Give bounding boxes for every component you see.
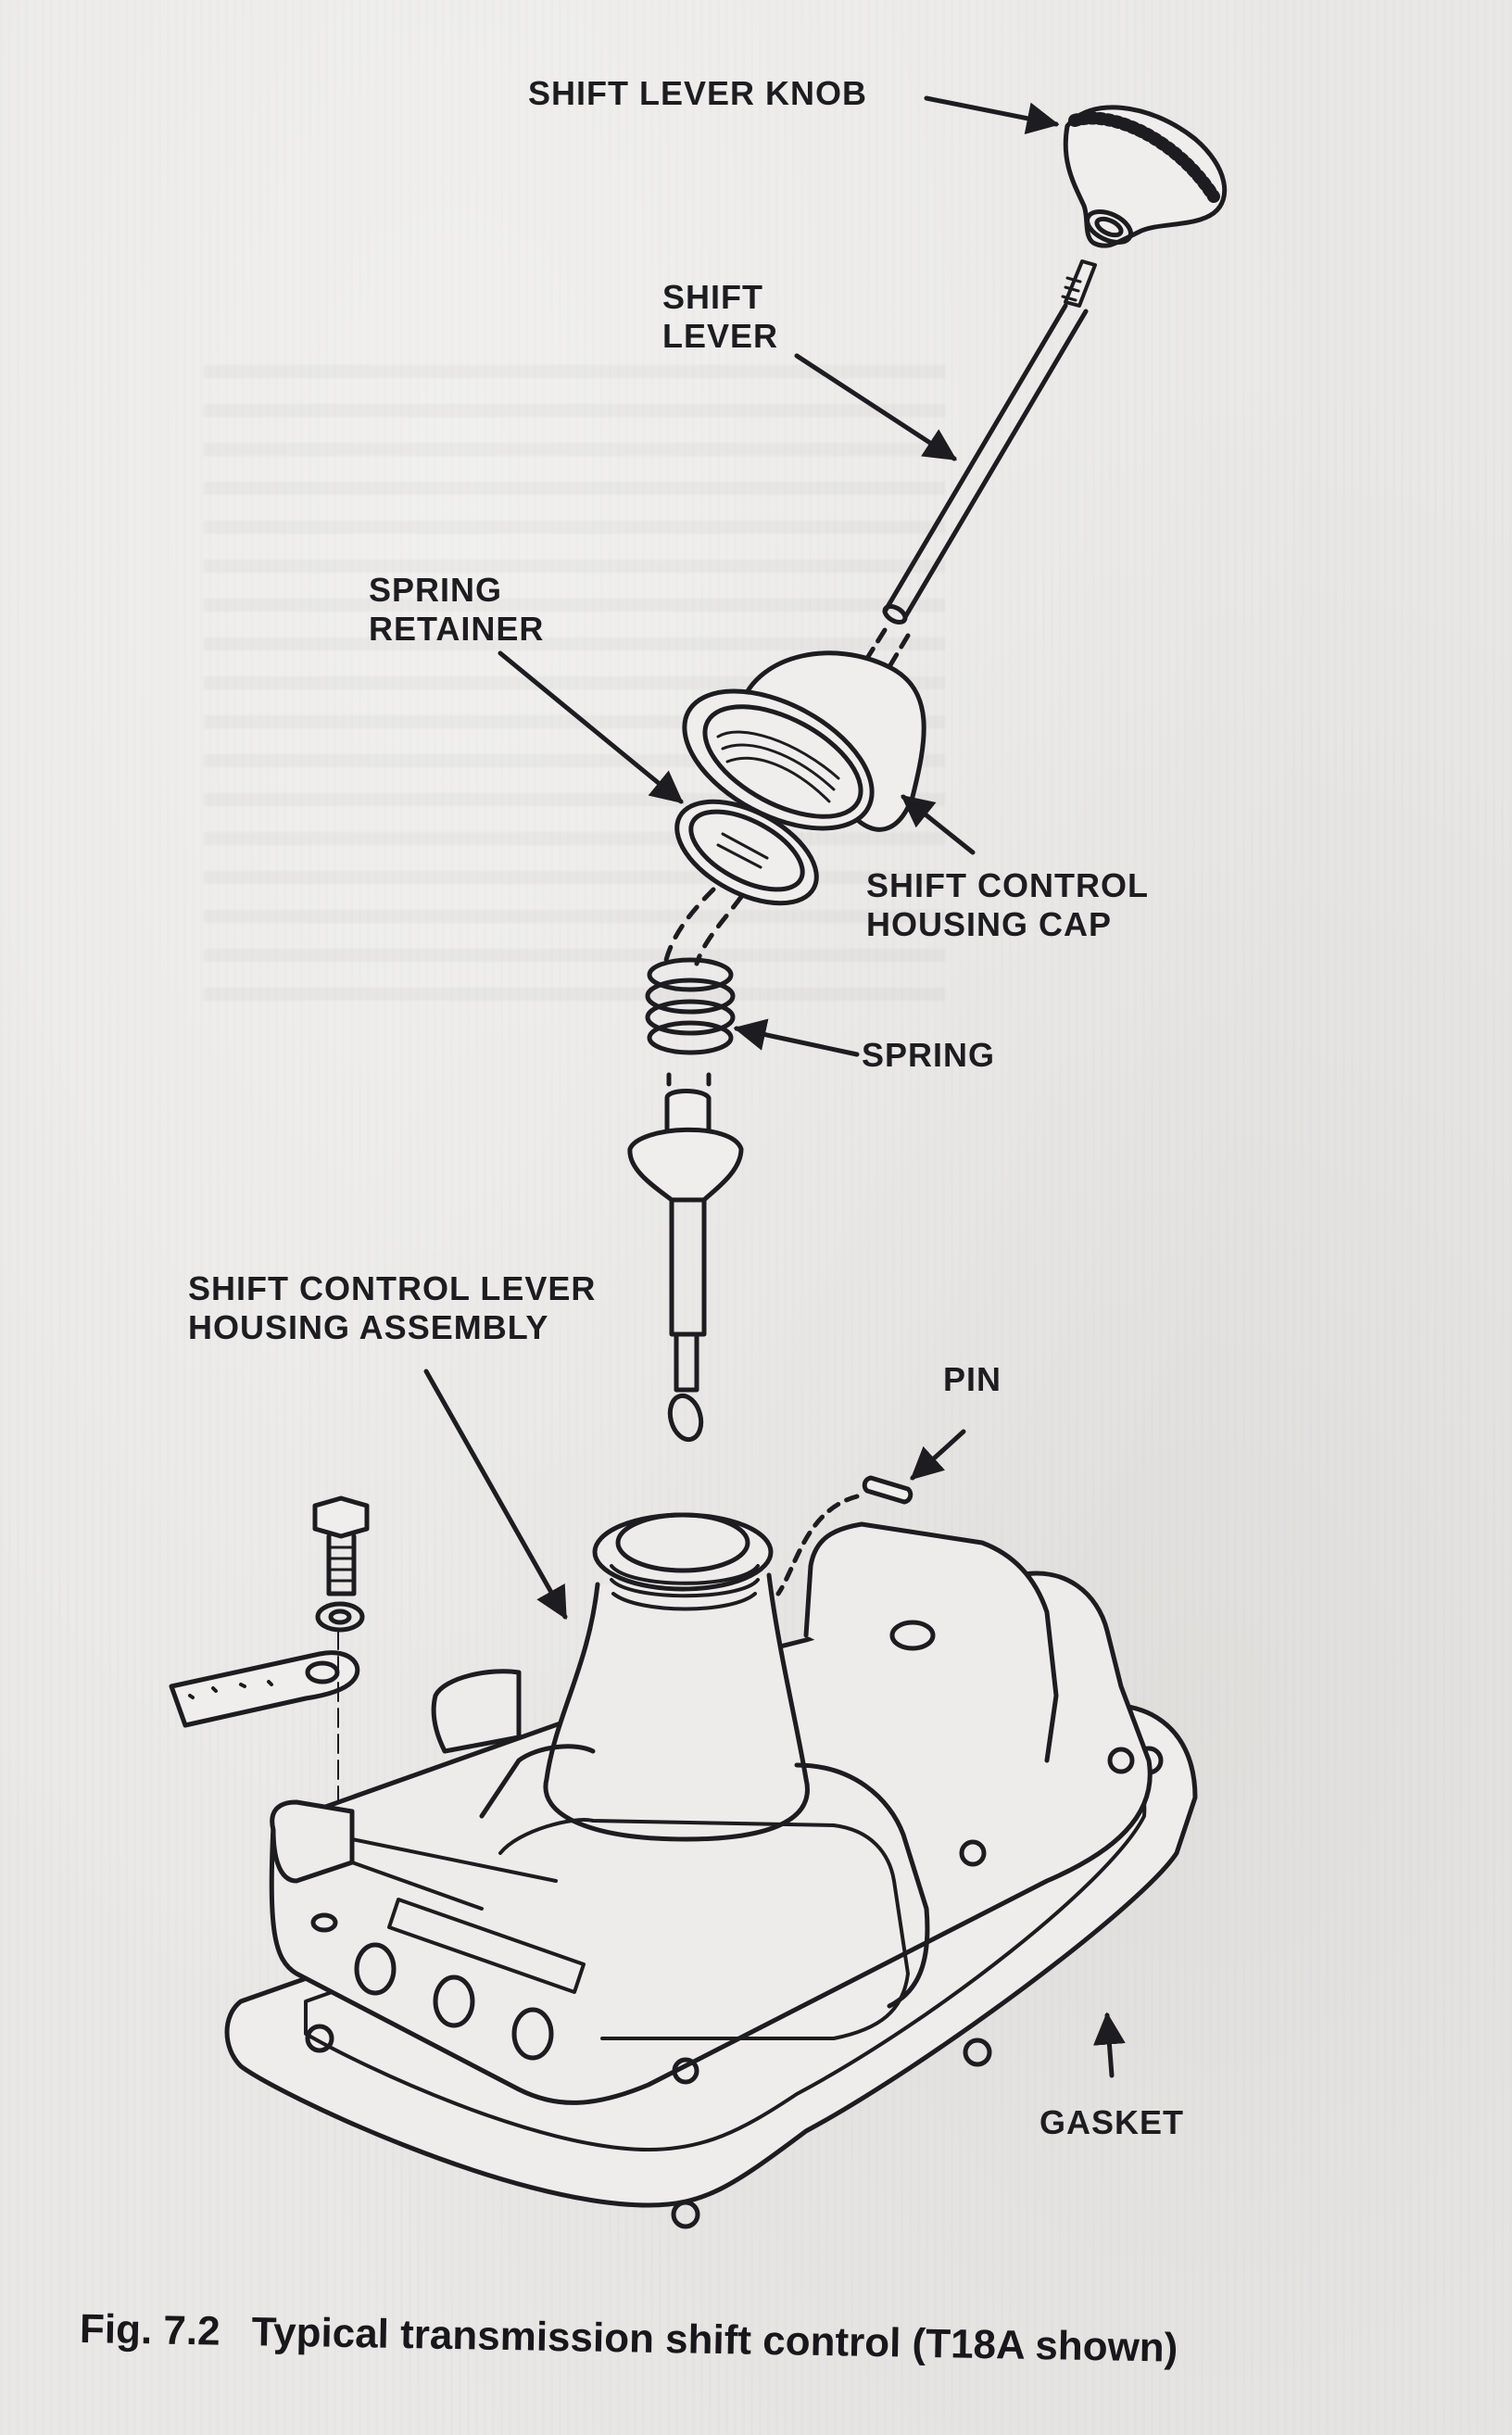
alignment-line [662,887,744,966]
lock-washer-part [315,1601,365,1633]
label-line-2: LEVER [662,317,779,355]
arrow-retainer [498,650,684,804]
label-spring-retainer: SPRING RETAINER [369,571,544,649]
bracket-part [169,1650,360,1728]
label-shift-control-housing-cap: SHIFT CONTROL HOUSING CAP [866,866,1149,944]
label-spring: SPRING [862,1036,996,1074]
label-pin: PIN [943,1360,1002,1398]
leader-lines [423,95,1126,2078]
shift-lever-part [859,259,1097,677]
bolt-part [312,1495,370,1596]
pin-part [775,1475,914,1596]
lever-shaft-part [627,1089,744,1443]
spring-retainer-part [674,799,819,906]
label-line-1: SHIFT CONTROL LEVER [188,1269,597,1307]
label-line-2: RETAINER [369,610,545,648]
label-shift-lever: SHIFT LEVER [662,278,778,356]
label-line-1: SHIFT CONTROL [866,866,1149,904]
label-line-2: HOUSING ASSEMBLY [188,1308,549,1346]
arrow-knob [924,95,1060,134]
arrow-gasket [1092,2012,1126,2078]
figure-number: Fig. 7.2 [79,2306,221,2354]
spring-part [645,957,736,1096]
label-line-1: SHIFT [662,278,763,316]
arrow-pin [910,1429,966,1481]
housing-body-part [269,1512,1153,2105]
label-line-1: SPRING [369,571,503,609]
label-shift-lever-knob: SHIFT LEVER KNOB [528,74,868,112]
arrow-lever [794,353,957,461]
arrow-cap [901,794,976,855]
housing-cap-part [682,650,926,832]
shift-lever-knob-part [1063,105,1228,248]
arrow-housing [423,1369,568,1621]
arrow-spring [733,1018,860,1057]
label-shift-control-lever-housing-assembly: SHIFT CONTROL LEVER HOUSING ASSEMBLY [188,1269,596,1347]
label-line-2: HOUSING CAP [866,905,1113,943]
label-gasket: GASKET [1040,2103,1185,2141]
